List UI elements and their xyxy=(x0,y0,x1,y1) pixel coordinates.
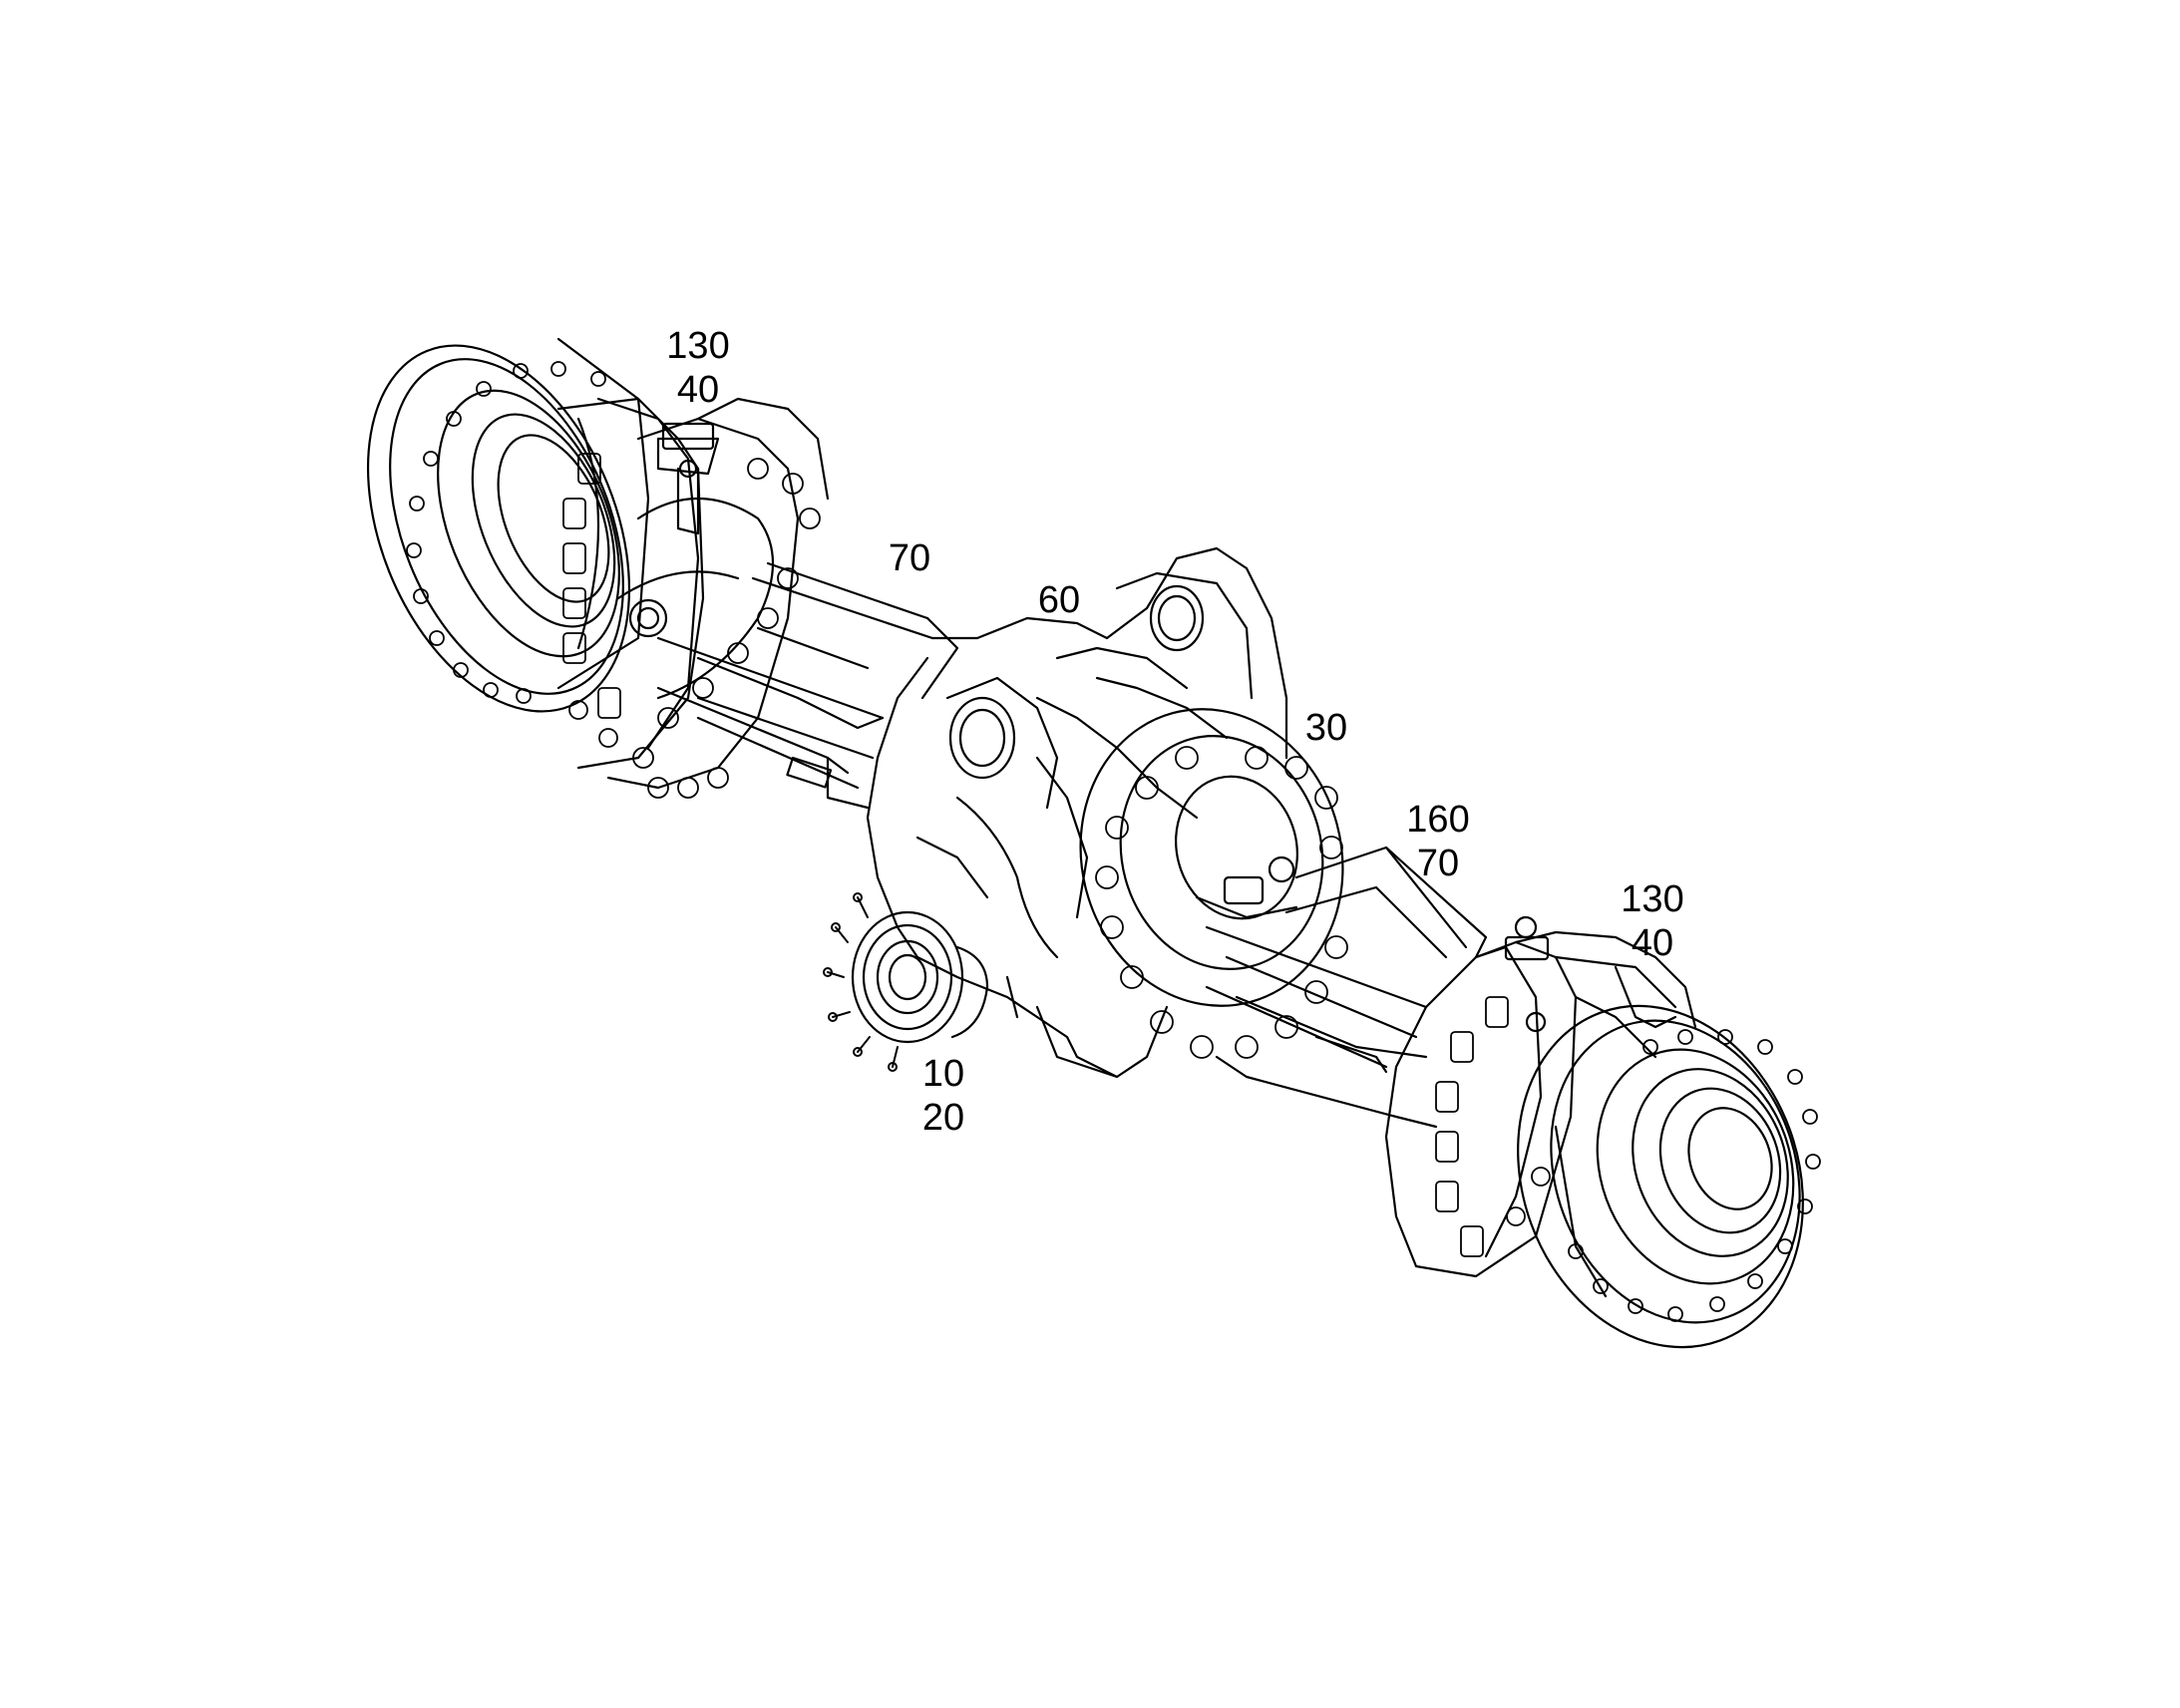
callout-text: 70 xyxy=(888,537,931,579)
right-planetary-housing xyxy=(1384,915,1697,1278)
callout-left-housing: 70 xyxy=(880,536,939,580)
left-axle-tube xyxy=(656,561,959,810)
callout-top-left-hub: 130 40 xyxy=(658,324,738,412)
callout-text: 20 xyxy=(921,1097,965,1139)
callout-text: 10 xyxy=(921,1053,965,1095)
right-axle-tube xyxy=(1205,846,1488,1129)
callout-right-housing: 160 70 xyxy=(1393,798,1483,885)
center-carrier-housing xyxy=(866,546,1288,1079)
callout-text: 30 xyxy=(1304,707,1348,749)
pinion-flange xyxy=(823,892,989,1072)
right-wheel-flange xyxy=(1517,1004,1821,1349)
callout-text: 60 xyxy=(1037,579,1081,621)
callout-text: 40 xyxy=(676,369,720,411)
callout-text: 40 xyxy=(1631,922,1674,964)
callout-pinion: 10 20 xyxy=(908,1052,978,1140)
callout-text: 130 xyxy=(1621,878,1684,920)
callout-text: 70 xyxy=(1416,843,1460,884)
callout-center-top: 60 xyxy=(1029,578,1089,622)
callout-text: 160 xyxy=(1406,799,1470,841)
left-wheel-flange xyxy=(366,337,650,713)
callout-right-hub: 130 40 xyxy=(1608,877,1697,965)
callout-text: 130 xyxy=(666,325,730,367)
left-planetary-housing xyxy=(556,397,830,799)
callout-right-carrier: 30 xyxy=(1296,706,1356,750)
